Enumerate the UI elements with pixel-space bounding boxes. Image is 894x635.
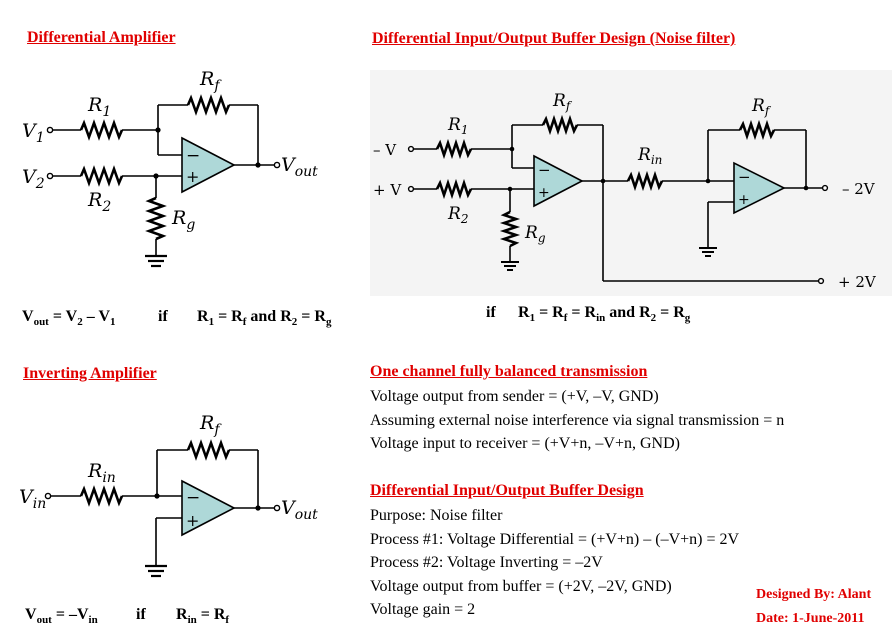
credit-designed-by: Designed By: Alant bbox=[756, 587, 872, 602]
rf2-resistor bbox=[738, 119, 776, 141]
ground-icon bbox=[145, 254, 167, 268]
buffer-formula-condition: R1 = Rf = Rin and R2 = Rg bbox=[518, 304, 691, 325]
buffer-design-schematic: − + − + – V + V R1 bbox=[373, 91, 877, 291]
r1-label: R1 bbox=[87, 94, 111, 120]
text-line: Voltage output from sender = (+V, –V, GN… bbox=[370, 388, 659, 405]
neg-v-terminal bbox=[407, 145, 415, 153]
rf-label-inv: Rf bbox=[199, 412, 222, 438]
text-line: Voltage gain = 2 bbox=[370, 601, 476, 618]
neg-2v-label: – 2V bbox=[842, 180, 876, 198]
r2-label: R2 bbox=[87, 189, 111, 215]
rg-resistor bbox=[145, 196, 167, 241]
rin-resistor-buffer bbox=[626, 170, 664, 192]
text-line: Assuming external noise interference via… bbox=[370, 411, 785, 429]
text-line: Process #2: Voltage Inverting = –2V bbox=[370, 554, 603, 571]
rf1-label: Rf bbox=[552, 91, 573, 113]
title-differential-amplifier: Differential Amplifier bbox=[27, 29, 176, 46]
noninverting-sign-inv: + bbox=[186, 511, 199, 530]
one-channel-text: Voltage output from sender = (+V, –V, GN… bbox=[370, 385, 784, 456]
pos-v-label: + V bbox=[373, 181, 402, 199]
buffer-formula-if: if bbox=[486, 304, 496, 321]
op-amp-2-noninverting-sign: + bbox=[738, 192, 750, 208]
differential-amplifier-schematic: − + V1 V2 R1 R2 Rf Rg Vout bbox=[22, 68, 318, 268]
ground-icon bbox=[501, 261, 519, 271]
vout-terminal bbox=[273, 161, 281, 169]
r1-resistor bbox=[79, 119, 124, 141]
rf2-label: Rf bbox=[751, 96, 772, 118]
rf-resistor bbox=[186, 94, 231, 116]
v1-label: V1 bbox=[22, 120, 45, 146]
rf1-resistor bbox=[541, 114, 579, 136]
op-amp-1-triangle bbox=[533, 154, 584, 208]
r2-resistor bbox=[79, 165, 124, 187]
credit-date: Date: 1-June-2011 bbox=[756, 611, 865, 626]
title-inverting-amplifier: Inverting Amplifier bbox=[23, 365, 157, 382]
inverting-sign-inv: − bbox=[186, 488, 200, 508]
pos-v-terminal bbox=[407, 185, 415, 193]
ground-icon bbox=[145, 564, 167, 578]
op-amp-1-noninverting-sign: + bbox=[538, 185, 550, 201]
v2-terminal bbox=[46, 172, 54, 180]
v2-label: V2 bbox=[22, 166, 45, 192]
vout-label: Vout bbox=[281, 154, 318, 180]
inv-amp-formula: Vout = –Vin bbox=[25, 606, 98, 627]
inv-amp-formula-condition: Rin = Rf bbox=[176, 606, 230, 627]
r2-resistor-buffer bbox=[435, 178, 473, 200]
inv-amp-formula-if: if bbox=[136, 606, 146, 623]
vout-terminal-inv bbox=[273, 504, 281, 512]
op-amp-2-inverting-sign: − bbox=[738, 168, 751, 186]
title-buffer-design: Differential Input/Output Buffer Design bbox=[370, 482, 644, 499]
rf-label: Rf bbox=[199, 68, 222, 94]
noninverting-sign: + bbox=[186, 167, 199, 186]
title-buffer-design-noise-filter: Differential Input/Output Buffer Design … bbox=[372, 30, 736, 47]
text-line: Purpose: Noise filter bbox=[370, 507, 503, 524]
neg-2v-terminal bbox=[821, 184, 829, 192]
op-amp-2-triangle bbox=[733, 161, 786, 215]
rg-resistor-buffer bbox=[499, 210, 521, 248]
op-amp-1-inverting-sign: − bbox=[538, 161, 551, 179]
text-line: Process #1: Voltage Differential = (+V+n… bbox=[370, 530, 740, 548]
diff-amp-formula-if: if bbox=[158, 308, 168, 325]
op-amp-triangle-inv bbox=[181, 479, 236, 537]
rin-label-buffer: Rin bbox=[637, 145, 662, 167]
vin-terminal bbox=[44, 492, 52, 500]
pos-2v-terminal bbox=[817, 277, 825, 285]
rf-resistor-inv bbox=[186, 439, 231, 461]
text-line: Voltage input to receiver = (+V+n, –V+n,… bbox=[370, 435, 680, 452]
v1-terminal bbox=[46, 126, 54, 134]
diff-amp-formula: Vout = V2 – V1 bbox=[22, 308, 116, 329]
neg-v-label: – V bbox=[373, 141, 397, 159]
diff-amp-formula-condition: R1 = Rf and R2 = Rg bbox=[197, 308, 332, 329]
buffer-design-text: Purpose: Noise filter Process #1: Voltag… bbox=[370, 504, 739, 622]
rg-label-buffer: Rg bbox=[524, 223, 546, 245]
r1-label-buffer: R1 bbox=[447, 115, 468, 137]
ground-icon bbox=[699, 247, 717, 257]
pos-2v-label: + 2V bbox=[838, 273, 877, 291]
rg-label: Rg bbox=[171, 207, 195, 233]
vin-label: Vin bbox=[19, 486, 46, 512]
title-one-channel: One channel fully balanced transmission bbox=[370, 363, 648, 380]
inverting-amplifier-schematic: − + Vin Rin Rf Vout bbox=[19, 412, 318, 578]
vout-label-inv: Vout bbox=[281, 497, 318, 523]
text-line: Voltage output from buffer = (+2V, –2V, … bbox=[370, 577, 672, 595]
inverting-sign: − bbox=[186, 146, 200, 166]
r1-resistor-buffer bbox=[435, 138, 473, 160]
rin-label: Rin bbox=[87, 460, 116, 486]
rin-resistor bbox=[79, 485, 124, 507]
r2-label-buffer: R2 bbox=[447, 204, 468, 226]
op-amp-triangle bbox=[181, 136, 236, 194]
